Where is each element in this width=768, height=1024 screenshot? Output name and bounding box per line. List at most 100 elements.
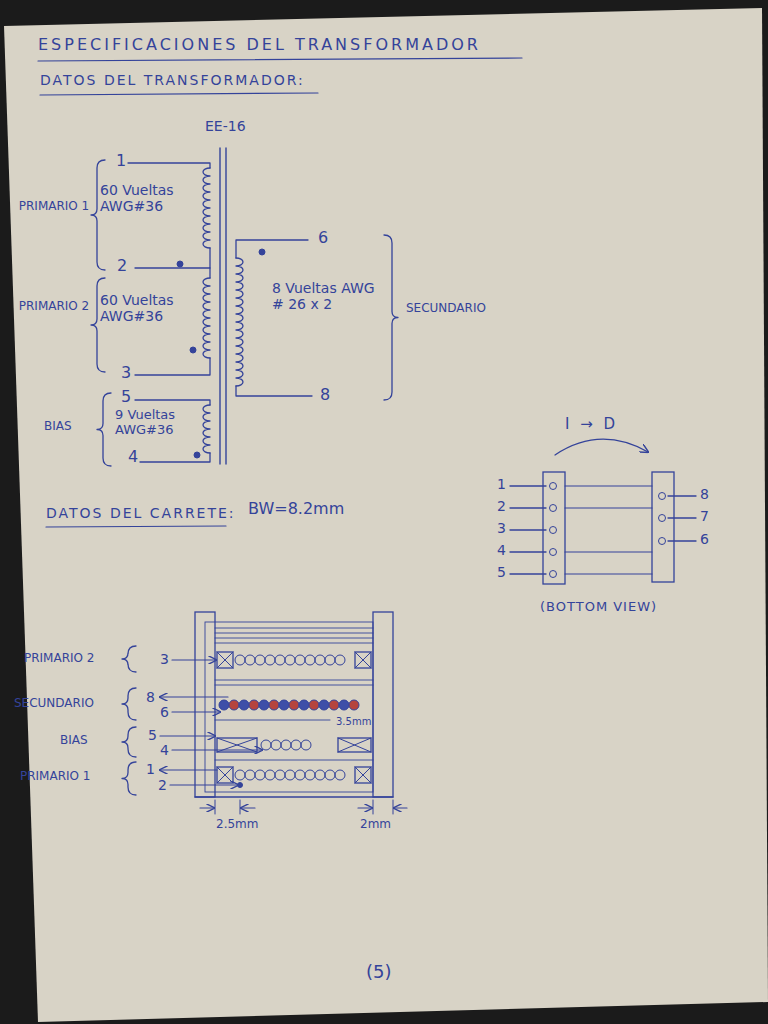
winding-spec: 9 Vueltas AWG#36 (115, 408, 197, 438)
paper-sheet (4, 8, 768, 1022)
margin-tape-cross (355, 767, 371, 783)
direction-note: I → D (565, 416, 618, 433)
core-name: EE-16 (205, 118, 246, 134)
pin-number: 2 (117, 257, 127, 275)
pin-lead (668, 495, 696, 496)
pin-number: 4 (497, 542, 506, 558)
leader-arrow (170, 784, 238, 785)
bobbin-flange (373, 612, 393, 797)
wire-cross-section (265, 655, 275, 665)
pin (659, 515, 666, 522)
pin (550, 505, 557, 512)
bobbin-base (195, 796, 393, 797)
dimension-arrow (394, 807, 407, 808)
leader-arrow (160, 735, 215, 736)
pin (659, 493, 666, 500)
dimension-tick (373, 800, 374, 814)
curly-brace (122, 688, 136, 720)
insulation-tape (215, 685, 373, 686)
margin-tape-cross (217, 767, 233, 783)
wire-cross-section (239, 700, 249, 710)
winding-spec: 60 Vueltas AWG#36 (100, 182, 188, 214)
margin-tape (355, 767, 371, 783)
pin-number: 6 (160, 704, 169, 720)
winding-name: PRIMARIO 1 (14, 200, 94, 214)
wire-cross-section (309, 700, 319, 710)
polarity-dot (177, 261, 183, 267)
wire-cross-section (325, 770, 335, 780)
pin-number: 5 (497, 564, 506, 580)
margin-tape-cross (338, 738, 371, 752)
pin-number: 8 (320, 386, 330, 404)
margin-tape-cross (355, 652, 371, 668)
pin-number: 1 (116, 152, 126, 170)
pin (550, 527, 557, 534)
curly-brace (122, 727, 136, 757)
direction-arrow (555, 439, 648, 455)
wire-cross-section (335, 770, 345, 780)
wire-cross-section (255, 770, 265, 780)
margin-tape-cross (217, 652, 233, 668)
wire-cross-section (275, 770, 285, 780)
dimension: BW=8.2mm (248, 500, 344, 518)
wire-layer (235, 655, 345, 665)
lead-wire (135, 248, 210, 268)
curly-brace (97, 393, 111, 466)
winding-coil (203, 405, 210, 453)
lead-dot (238, 783, 243, 788)
insulation-tape (215, 720, 330, 721)
dimension-arrow (200, 807, 214, 808)
insulation-tape (215, 680, 373, 681)
lead-wire (140, 453, 210, 462)
winding-name: PRIMARIO 2 (24, 652, 94, 666)
winding-coil (203, 278, 210, 358)
winding-name: PRIMARIO 1 (20, 770, 90, 784)
leader-arrow (160, 696, 228, 697)
view-note: (BOTTOM VIEW) (540, 600, 657, 615)
wire-cross-section (305, 770, 315, 780)
pin-number: 8 (700, 486, 709, 502)
wire-cross-section (255, 655, 265, 665)
heading-underline (46, 526, 226, 527)
pin-lead (510, 551, 546, 552)
wire-cross-section (305, 655, 315, 665)
wire-cross-section (295, 655, 305, 665)
pin-number: 3 (160, 651, 169, 667)
margin-tape (338, 738, 371, 752)
insulation-tape (215, 633, 373, 634)
wire-cross-section (291, 740, 301, 750)
pin-lead (510, 485, 546, 486)
pin-number: 3 (497, 520, 506, 536)
lead-wire (135, 400, 210, 405)
lead-wire (236, 240, 308, 258)
pin-number: 1 (497, 476, 506, 492)
wire-cross-section (301, 740, 311, 750)
strip-line (565, 485, 652, 486)
wire-cross-section (245, 655, 255, 665)
wire-cross-section (329, 700, 339, 710)
wire-cross-section (285, 770, 295, 780)
pin-lead (668, 517, 696, 518)
pin-lead (510, 573, 546, 574)
wire-cross-section (315, 655, 325, 665)
margin-tape-cross (338, 738, 371, 752)
lead-wire (209, 268, 210, 278)
wire-cross-section (319, 700, 329, 710)
winding-name: BIAS (44, 420, 72, 434)
curly-brace (91, 160, 105, 270)
insulation-tape (215, 760, 373, 761)
wire-cross-section (269, 700, 279, 710)
pin-number: 4 (128, 448, 138, 466)
pin-lead (510, 507, 546, 508)
wire-cross-section (249, 700, 259, 710)
pin (550, 483, 557, 490)
pin-number: 3 (121, 364, 131, 382)
insulation-tape (215, 643, 373, 644)
wire-cross-section (281, 740, 291, 750)
leader-arrow (160, 769, 217, 770)
pin-number: 7 (700, 508, 709, 524)
strip-line (565, 507, 652, 508)
wire-cross-section (235, 770, 245, 780)
wire-cross-section (245, 770, 255, 780)
